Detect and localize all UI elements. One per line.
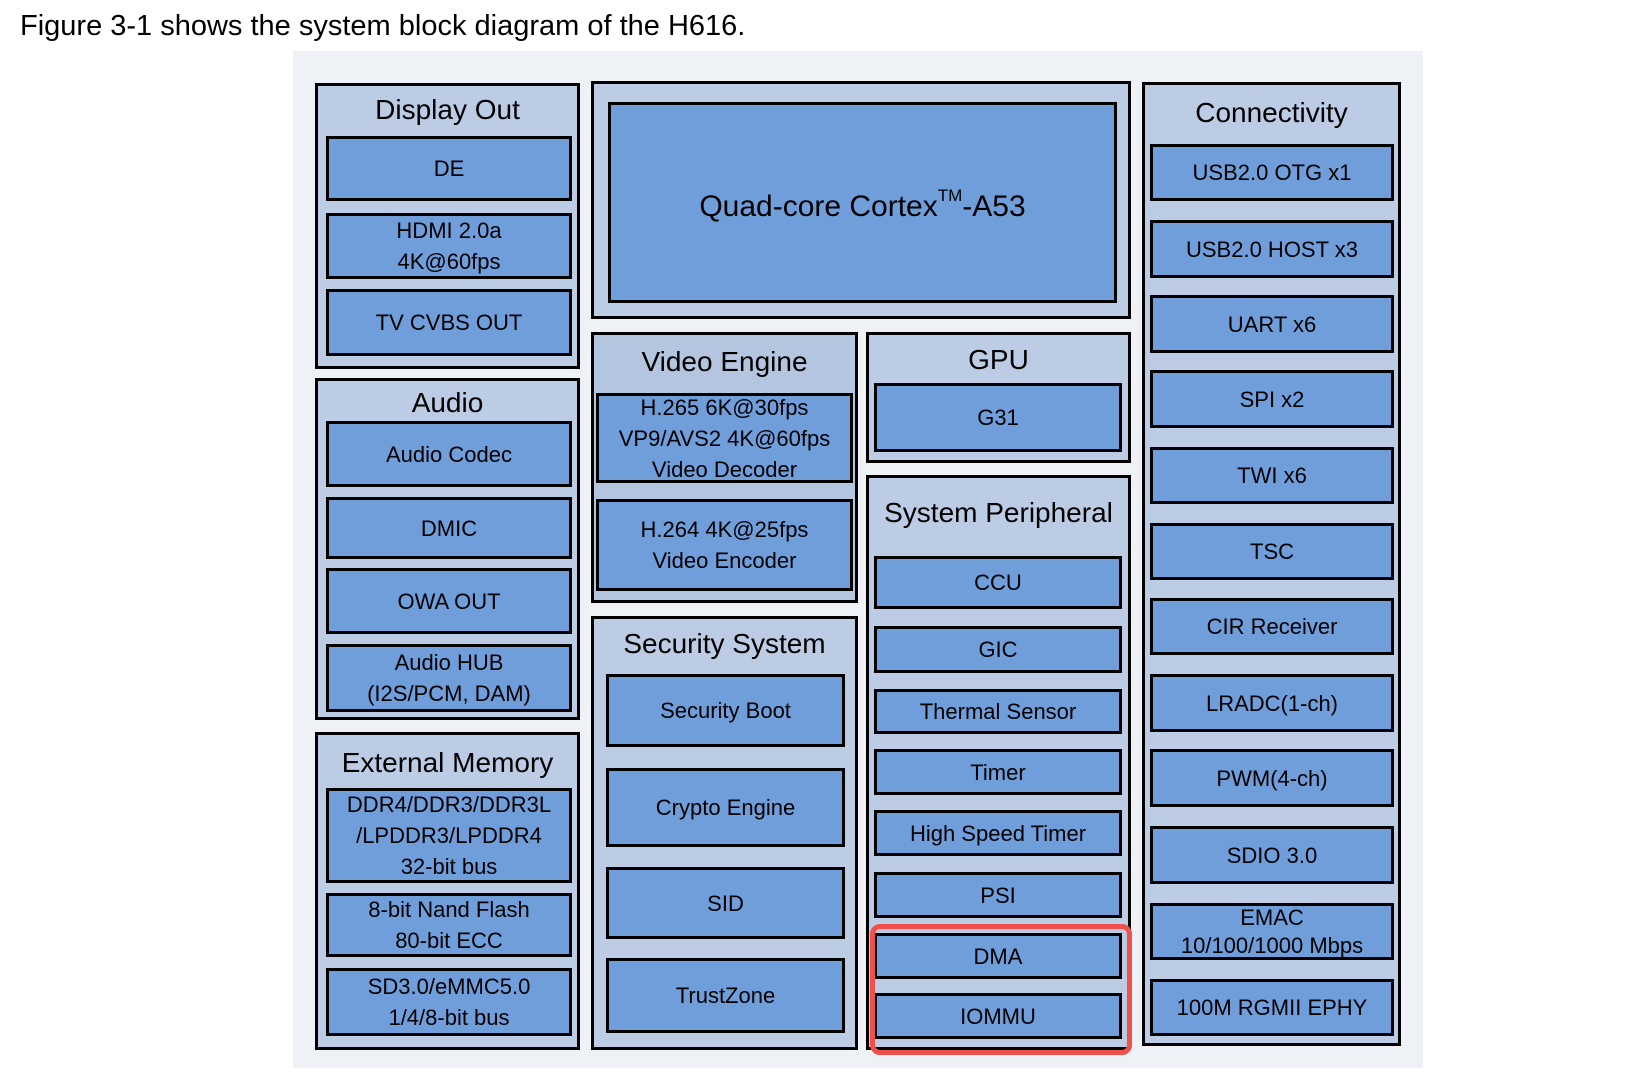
block-psi: PSI: [874, 872, 1122, 918]
block-audio-codec: Audio Codec: [326, 421, 572, 487]
block-dram: DDR4/DDR3/DDR3L /LPDDR3/LPDDR4 32-bit bu…: [326, 788, 572, 883]
block-thermal-sensor: Thermal Sensor: [874, 689, 1122, 734]
block-sdio: SDIO 3.0: [1150, 826, 1394, 884]
block-tv-cvbs-out: TV CVBS OUT: [326, 289, 572, 356]
block-owa-out: OWA OUT: [326, 568, 572, 634]
block-tsc: TSC: [1150, 523, 1394, 580]
block-cpu: Quad-core CortexTM-A53: [608, 102, 1117, 303]
block-crypto-engine: Crypto Engine: [606, 768, 845, 847]
group-title: System Peripheral: [884, 497, 1113, 528]
block-high-speed-timer: High Speed Timer: [874, 810, 1122, 856]
block-hdmi: HDMI 2.0a 4K@60fps: [326, 213, 572, 279]
block-de: DE: [326, 136, 572, 201]
block-g31: G31: [874, 383, 1122, 452]
block-trustzone: TrustZone: [606, 958, 845, 1033]
block-video-encoder: H.264 4K@25fps Video Encoder: [596, 499, 853, 591]
block-twi: TWI x6: [1150, 447, 1394, 504]
block-cir-receiver: CIR Receiver: [1150, 598, 1394, 655]
block-timer: Timer: [874, 749, 1122, 795]
block-pwm: PWM(4-ch): [1150, 749, 1394, 807]
figure-caption: Figure 3-1 shows the system block diagra…: [20, 10, 746, 42]
block-sd-emmc: SD3.0/eMMC5.0 1/4/8-bit bus: [326, 968, 572, 1036]
trademark-sup: TM: [937, 185, 963, 205]
group-title: Security System: [623, 628, 826, 659]
group-title: GPU: [968, 344, 1029, 375]
block-sid: SID: [606, 867, 845, 939]
group-title: Video Engine: [641, 346, 808, 377]
block-emac: EMAC 10/100/1000 Mbps: [1150, 903, 1394, 960]
group-title: Connectivity: [1195, 97, 1348, 128]
block-spi: SPI x2: [1150, 370, 1394, 428]
group-title: Audio: [411, 387, 484, 418]
block-security-boot: Security Boot: [606, 674, 845, 747]
block-iommu: IOMMU: [874, 993, 1122, 1039]
block-nand-flash: 8-bit Nand Flash 80-bit ECC: [326, 893, 572, 957]
block-usb-host: USB2.0 HOST x3: [1150, 220, 1394, 278]
block-uart: UART x6: [1150, 295, 1394, 353]
block-usb-otg: USB2.0 OTG x1: [1150, 144, 1394, 201]
cpu-label: Quad-core CortexTM-A53: [699, 185, 1026, 223]
block-ccu: CCU: [874, 556, 1122, 609]
block-gic: GIC: [874, 626, 1122, 673]
group-title: External Memory: [341, 747, 554, 778]
block-dma: DMA: [874, 933, 1122, 979]
group-title: Display Out: [375, 94, 520, 125]
block-dmic: DMIC: [326, 497, 572, 559]
block-lradc: LRADC(1-ch): [1150, 674, 1394, 732]
block-video-decoder: H.265 6K@30fps VP9/AVS2 4K@60fps Video D…: [596, 393, 853, 483]
block-audio-hub: Audio HUB (I2S/PCM, DAM): [326, 644, 572, 712]
block-rgmii-ephy: 100M RGMII EPHY: [1150, 979, 1394, 1036]
